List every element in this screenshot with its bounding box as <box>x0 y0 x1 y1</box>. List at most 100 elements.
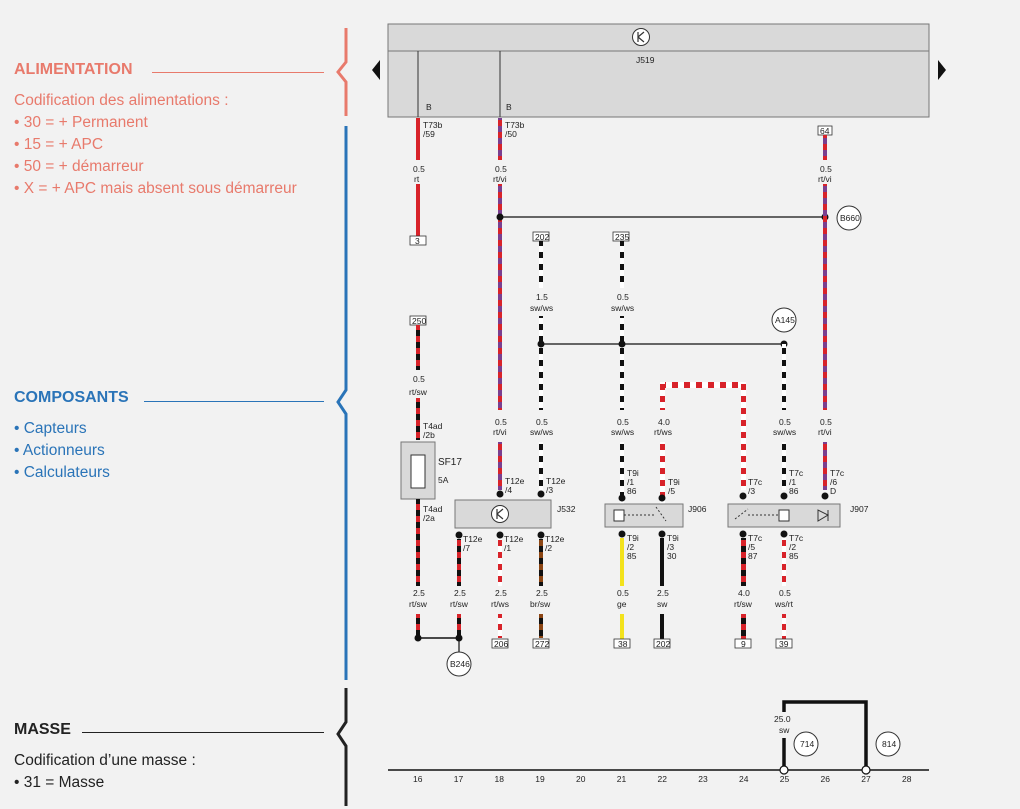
pin-label: T9i <box>627 533 639 543</box>
pin-label: T7c <box>830 468 845 478</box>
left-page-arrow-icon[interactable] <box>372 60 380 80</box>
pin-label: /3 <box>748 486 755 496</box>
wire-size: 0.5 <box>617 292 629 302</box>
pin-label: /2 <box>545 543 552 553</box>
pin-label: T9i <box>627 468 639 478</box>
wire-label-gap <box>736 586 752 614</box>
wire-label-gap <box>655 410 669 442</box>
wire-rt-vi <box>498 118 502 490</box>
relay-switch-icon <box>624 506 667 522</box>
wire-size: 0.5 <box>495 164 507 174</box>
wire-size: 2.5 <box>536 588 548 598</box>
wire-color: sw <box>779 725 790 735</box>
fuse-rating: 5A <box>438 475 449 485</box>
wire-size: 0.5 <box>820 164 832 174</box>
wire-color: rt/ws <box>491 599 509 609</box>
wire-size: 0.5 <box>779 417 791 427</box>
terminal-number: 64 <box>820 126 830 136</box>
pin-label: /4 <box>505 485 512 495</box>
wire-size: 0.5 <box>617 588 629 598</box>
control-unit-icon <box>632 28 650 46</box>
terminal-number: 202 <box>535 232 549 242</box>
track-number: 19 <box>535 774 545 784</box>
connector-label: T4ad <box>423 504 443 514</box>
wire-size: 2.5 <box>413 588 425 598</box>
terminal-number: 38 <box>618 639 628 649</box>
wire-sw-ws <box>539 241 543 490</box>
pin-label: /2 <box>627 542 634 552</box>
pin-label: T7c <box>748 533 763 543</box>
transistor-symbol <box>637 31 645 43</box>
pin-label: 30 <box>667 551 677 561</box>
wire-color: sw/ws <box>530 303 553 313</box>
pin-label: /7 <box>463 543 470 553</box>
diode-icon <box>817 509 830 522</box>
j907-label: J907 <box>850 504 869 514</box>
terminal-number: 3 <box>415 236 420 246</box>
wire-color: sw/ws <box>611 303 634 313</box>
wire-size: 2.5 <box>495 588 507 598</box>
pin-connector <box>618 530 626 538</box>
wire-color: rt <box>414 174 420 184</box>
composants-title: COMPOSANTS <box>14 389 129 406</box>
wire-size: 2.5 <box>657 588 669 598</box>
wire-label-gap <box>821 160 829 184</box>
j519-label: J519 <box>636 55 655 65</box>
j906-label: J906 <box>688 504 707 514</box>
wire-label-gap <box>772 712 796 738</box>
wire-size: 1.5 <box>536 292 548 302</box>
wire-label-gap <box>411 370 427 398</box>
wire-label-gap <box>534 586 550 614</box>
composants-bracket <box>336 126 348 680</box>
terminal-box <box>775 638 793 649</box>
wire-label-gap <box>821 410 829 442</box>
pin-label: /5 <box>668 486 675 496</box>
pin-label: 86 <box>627 486 637 496</box>
pin-label: /3 <box>546 485 553 495</box>
wire-label-gap <box>615 586 631 614</box>
pin-connector <box>821 492 829 500</box>
terminal-number: 206 <box>494 639 508 649</box>
wire-size: 4.0 <box>738 588 750 598</box>
wire-size: 2.5 <box>454 588 466 598</box>
ground-point-714 <box>793 731 819 757</box>
pin-label: T7c <box>789 468 804 478</box>
splice-point <box>414 634 422 642</box>
splice-point <box>496 213 504 221</box>
masse-desc-title: Codification d’une masse : <box>14 752 196 769</box>
terminal-number: 235 <box>615 232 629 242</box>
fuse-name: SF17 <box>438 457 462 468</box>
track-number: 25 <box>780 774 790 784</box>
wire-rt-vi <box>823 135 827 490</box>
pin-label: /2 <box>789 542 796 552</box>
ground-point-814 <box>875 731 901 757</box>
connector-label: T4ad <box>423 421 443 431</box>
wire-color: rt/sw <box>450 599 469 609</box>
terminal-number: 250 <box>412 316 426 326</box>
pin-label: T12e <box>546 476 566 486</box>
wire-size: 0.5 <box>413 374 425 384</box>
wire-label-gap <box>496 410 504 442</box>
right-page-arrow-icon[interactable] <box>938 60 946 80</box>
relay-coil-icon <box>778 509 790 522</box>
track-number: 28 <box>902 774 912 784</box>
pin-connector <box>618 494 626 502</box>
terminal-number: 39 <box>779 639 789 649</box>
wire-label-gap <box>615 410 629 442</box>
masse-description: Codification d’une masse : • 31 = Masse <box>14 750 196 794</box>
pin-label: T12e <box>463 534 483 544</box>
wire-color: rt/vi <box>818 427 832 437</box>
pin-connector <box>455 531 463 539</box>
wire-size: 4.0 <box>658 417 670 427</box>
connector-label: T73b <box>423 120 443 130</box>
pin-label: /1 <box>627 477 634 487</box>
composants-item: • Calculateurs <box>14 464 110 481</box>
node-label: B660 <box>840 213 860 223</box>
wire-color: rt/vi <box>493 427 507 437</box>
pin-label: T9i <box>668 477 680 487</box>
composants-item: • Capteurs <box>14 420 87 437</box>
wire-size: 0.5 <box>413 164 425 174</box>
fuse-icon <box>410 454 426 489</box>
pin-b-label: B <box>426 102 432 112</box>
